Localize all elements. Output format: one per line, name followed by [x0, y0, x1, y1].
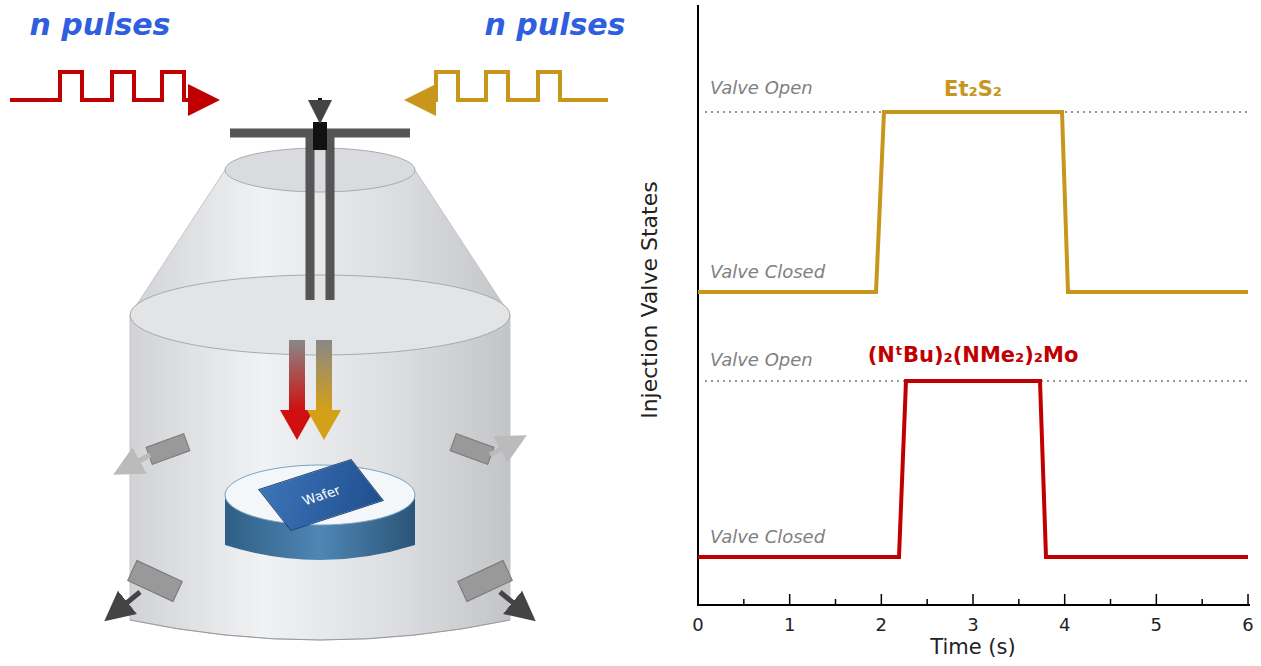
- axis-tick: [743, 599, 745, 605]
- axis-tick: [789, 594, 791, 605]
- axis-tick: [926, 599, 928, 605]
- valve-state-label: Valve Closed: [710, 262, 825, 282]
- tick-label: 4: [1059, 615, 1070, 635]
- axis-tick: [835, 599, 837, 605]
- axis-tick: [1110, 599, 1112, 605]
- tick-label: 2: [876, 615, 887, 635]
- tick-label: 5: [1151, 615, 1162, 635]
- axis-tick: [1156, 594, 1158, 605]
- tick-label: 0: [692, 615, 703, 635]
- tick-label: 3: [967, 615, 978, 635]
- pulse-label: n pulses: [30, 8, 171, 41]
- axis-tick: [1247, 594, 1249, 605]
- axis-tick: [1018, 599, 1020, 605]
- precursor-label: (NᵗBu)₂(NMe₂)₂Mo: [868, 344, 1079, 367]
- valve-state-label: Valve Closed: [710, 527, 825, 547]
- axis-tick: [972, 594, 974, 605]
- valve-state-label: Valve Open: [710, 350, 813, 370]
- valve-state-label: Valve Open: [710, 78, 813, 98]
- axis-title: Time (s): [930, 636, 1015, 659]
- tick-label: 1: [784, 615, 795, 635]
- wafer-label: Wafer: [298, 483, 344, 507]
- axis-tick: [697, 594, 699, 605]
- tick-label: 6: [1242, 615, 1253, 635]
- precursor-label: Et₂S₂: [944, 78, 1002, 101]
- axis-tick: [1064, 594, 1066, 605]
- axis-title: Injection Valve States: [638, 181, 662, 419]
- pulse-label: n pulses: [485, 8, 626, 41]
- axis-tick: [1201, 599, 1203, 605]
- axis-tick: [881, 594, 883, 605]
